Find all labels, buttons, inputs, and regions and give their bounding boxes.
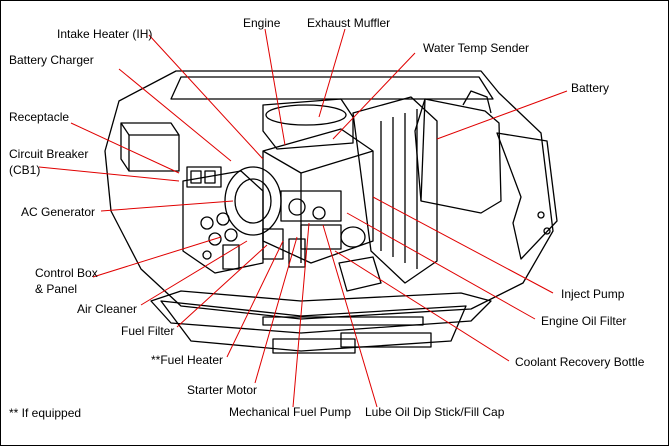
inner-tray — [150, 290, 492, 334]
label-receptacle: Receptacle — [9, 110, 70, 124]
label-battery: Battery — [571, 81, 610, 95]
control-box — [182, 170, 264, 274]
label-fuel-filter: Fuel Filter — [121, 324, 175, 338]
label-inject-pump: Inject Pump — [561, 287, 625, 301]
label-lube-oil-dip-stick: Lube Oil Dip Stick/Fill Cap — [365, 405, 505, 419]
leader-battery — [436, 90, 568, 140]
label-engine: Engine — [243, 16, 281, 30]
leader-lube-oil — [322, 224, 378, 408]
label-air-cleaner: Air Cleaner — [77, 302, 138, 316]
leader-control-box — [92, 236, 222, 278]
foot-right — [340, 332, 432, 348]
leader-lines — [38, 28, 568, 408]
label-mechanical-fuel-pump: Mechanical Fuel Pump — [229, 405, 352, 419]
fuel-filter — [222, 244, 240, 270]
leader-intake-heater — [148, 34, 264, 160]
exhaust-muffler — [262, 98, 354, 150]
ac-generator — [224, 166, 282, 236]
leader-fuel-filter — [176, 244, 268, 328]
leader-inject-pump — [372, 196, 554, 294]
label-intake-heater: Intake Heater (IH) — [57, 27, 153, 41]
oil-filter — [340, 226, 366, 248]
leader-air-cleaner — [140, 240, 248, 306]
leader-water-temp — [332, 52, 416, 140]
fuel-pump — [288, 238, 306, 268]
leader-circuit-breaker — [38, 166, 180, 182]
label-battery-charger: Battery Charger — [9, 53, 94, 67]
label-exhaust-muffler: Exhaust Muffler — [307, 16, 391, 30]
label-fuel-heater: **Fuel Heater — [151, 353, 224, 367]
leader-battery-charger — [118, 68, 232, 162]
leader-mechanical-fuel-pump — [292, 222, 310, 408]
leader-receptacle — [70, 122, 180, 174]
leader-coolant-recovery — [334, 250, 510, 362]
label-circuit-breaker: Circuit Breaker — [9, 147, 89, 161]
foot-lower — [262, 316, 424, 326]
label-ac-generator: AC Generator — [21, 205, 96, 219]
enclosure-outline — [104, 70, 554, 320]
coolant-bottle — [338, 256, 382, 292]
radiator — [352, 96, 438, 284]
foot-left — [272, 338, 356, 354]
label-circuit-breaker-code: (CB1) — [9, 163, 41, 177]
label-control-box-2: & Panel — [35, 282, 78, 296]
leader-ac-generator — [100, 200, 234, 212]
label-water-temp-sender: Water Temp Sender — [423, 41, 530, 55]
leader-starter-motor — [254, 236, 298, 384]
label-engine-oil-filter: Engine Oil Filter — [541, 314, 627, 328]
battery-box — [414, 98, 502, 214]
battery-charger-box — [120, 122, 180, 172]
label-control-box: Control Box — [35, 266, 98, 280]
label-coolant-recovery-bottle: Coolant Recovery Bottle — [515, 355, 645, 369]
leader-engine — [264, 28, 286, 146]
leader-fuel-heater — [226, 240, 284, 358]
top-cover — [170, 76, 494, 100]
leader-exhaust-muffler — [318, 28, 346, 118]
footnote: ** If equipped — [9, 406, 82, 420]
label-starter-motor: Starter Motor — [187, 383, 258, 397]
leader-engine-oil-filter — [346, 212, 536, 320]
starter-motor — [262, 228, 284, 260]
side-panel — [496, 132, 558, 260]
